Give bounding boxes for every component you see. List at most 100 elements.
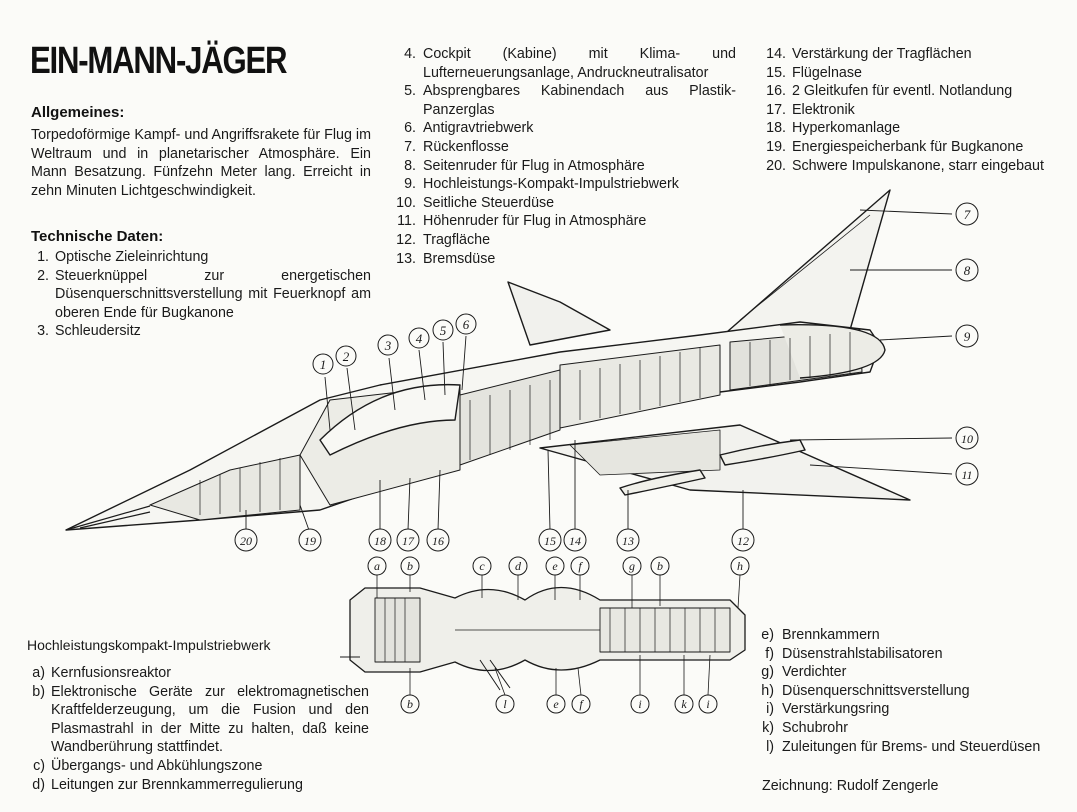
callout-h: h [730, 556, 750, 576]
dorsal-fin [507, 281, 611, 346]
svg-text:c: c [479, 559, 485, 573]
technical-list-col3: 14.Verstärkung der Tragflächen 15.Flügel… [758, 45, 1068, 175]
svg-text:9: 9 [964, 329, 971, 344]
list-item: 15.Flügelnase [766, 64, 862, 81]
callout-19: 19 [298, 528, 322, 552]
callout-c: c [472, 556, 492, 576]
list-item: 4.Cockpit (Kabine) mit Klima- und Lufter… [404, 46, 736, 81]
list-item: 11.Höhenruder für Flug in Atmosphäre [397, 213, 647, 230]
callout-letters: a b c d e f g b h b l e f i k i [367, 556, 750, 714]
engine-list-left: a)Kernfusionsreaktor b)Elektronische Ger… [27, 664, 369, 794]
svg-text:i: i [706, 697, 709, 711]
technical-heading: Technische Daten: [31, 228, 164, 245]
callout-20: 20 [234, 528, 258, 552]
svg-text:b: b [407, 697, 413, 711]
list-item: 3.Schleudersitz [37, 323, 141, 340]
list-item: 1.Optische Zieleinrichtung [37, 249, 209, 265]
list-item: g)Verdichter [761, 664, 847, 681]
svg-text:d: d [515, 559, 522, 573]
list-item: 13.Bremsdüse [396, 250, 496, 267]
callout-numbers: 1 2 3 4 5 6 7 8 9 10 11 12 13 14 15 16 1… [234, 202, 979, 552]
svg-text:2: 2 [343, 349, 350, 364]
list-item: 5.Absprengbares Kabinendach aus Plastik-… [404, 83, 736, 118]
svg-text:4: 4 [416, 331, 423, 346]
technical-list-col2: 4.Cockpit (Kabine) mit Klima- und Lufter… [386, 45, 736, 268]
list-item: 17.Elektronik [766, 101, 855, 118]
callout-13: 13 [616, 528, 640, 552]
list-item: 19.Energiespeicherbank für Bugkanone [766, 138, 1024, 155]
list-item: f)Düsenstrahlstabilisatoren [765, 645, 943, 662]
callout-f-2: f [571, 694, 591, 714]
callout-2: 2 [335, 345, 357, 367]
list-item: 14.Verstärkung der Tragflächen [766, 46, 972, 62]
callout-8: 8 [955, 258, 979, 282]
callout-7: 7 [955, 202, 979, 226]
callout-b-3: b [400, 694, 420, 714]
svg-text:e: e [552, 559, 558, 573]
callout-d: d [508, 556, 528, 576]
list-item: i)Verstärkungsring [766, 701, 890, 718]
svg-text:20: 20 [240, 534, 252, 548]
svg-text:h: h [737, 559, 743, 573]
general-text: Torpedoförmige Kampf- und Angriffsrakete… [31, 127, 371, 199]
callout-6: 6 [455, 313, 477, 335]
list-item: k)Schubrohr [762, 719, 848, 736]
svg-text:3: 3 [384, 338, 392, 353]
svg-text:14: 14 [569, 534, 581, 548]
svg-text:b: b [407, 559, 413, 573]
svg-text:15: 15 [544, 534, 556, 548]
callout-4: 4 [408, 327, 430, 349]
engine-list-right: e)Brennkammern f)Düsenstrahlstabilisator… [754, 626, 1069, 756]
callout-5: 5 [432, 319, 454, 341]
callout-1: 1 [312, 353, 334, 375]
svg-text:i: i [638, 697, 641, 711]
callout-3: 3 [377, 334, 399, 356]
callout-k: k [674, 694, 694, 714]
svg-text:5: 5 [440, 323, 447, 338]
callout-e: e [545, 556, 565, 576]
credit: Zeichnung: Rudolf Zengerle [762, 778, 939, 794]
svg-text:16: 16 [432, 534, 444, 548]
svg-text:e: e [553, 697, 559, 711]
list-item: 7.Rückenflosse [404, 138, 509, 155]
list-item: a)Kernfusionsreaktor [32, 665, 171, 681]
list-item: 12.Tragfläche [396, 231, 491, 248]
svg-text:f: f [579, 697, 584, 711]
svg-text:19: 19 [304, 534, 316, 548]
callout-i: i [630, 694, 650, 714]
list-item: 20.Schwere Impulskanone, starr eingebaut [766, 157, 1044, 174]
svg-text:g: g [629, 559, 635, 573]
svg-text:8: 8 [964, 263, 971, 278]
callout-15: 15 [538, 528, 562, 552]
list-item: 18.Hyperkomanlage [766, 120, 901, 137]
svg-text:10: 10 [961, 432, 973, 446]
callout-10: 10 [955, 426, 979, 450]
svg-text:1: 1 [320, 357, 327, 372]
list-item: h)Düsenquerschnittsverstellung [761, 682, 970, 699]
callout-e-2: e [546, 694, 566, 714]
callout-14: 14 [563, 528, 587, 552]
engine-heading: Hochleistungskompakt-Impulstriebwerk [27, 637, 271, 653]
callout-a: a [367, 556, 387, 576]
svg-text:17: 17 [402, 534, 415, 548]
svg-text:l: l [503, 697, 507, 711]
svg-text:f: f [578, 559, 583, 573]
callout-f: f [570, 556, 590, 576]
callout-i-2: i [698, 694, 718, 714]
callout-l: l [495, 694, 515, 714]
svg-text:a: a [374, 559, 380, 573]
general-heading: Allgemeines: [31, 104, 125, 121]
callout-11: 11 [955, 462, 979, 486]
list-item: 6.Antigravtriebwerk [404, 120, 534, 137]
callout-17: 17 [396, 528, 420, 552]
list-item: b)Elektronische Geräte zur elektromagnet… [32, 683, 369, 756]
callout-16: 16 [426, 528, 450, 552]
svg-text:k: k [681, 697, 687, 711]
svg-text:12: 12 [737, 534, 749, 548]
svg-text:b: b [657, 559, 663, 573]
list-item: 10.Seitliche Steuerdüse [396, 194, 555, 211]
list-item: l)Zuleitungen für Brems- und Steuerdüsen [766, 738, 1041, 755]
callout-b: b [400, 556, 420, 576]
list-item: 2.Steuerknüppel zur energetischen Düsenq… [37, 267, 371, 321]
